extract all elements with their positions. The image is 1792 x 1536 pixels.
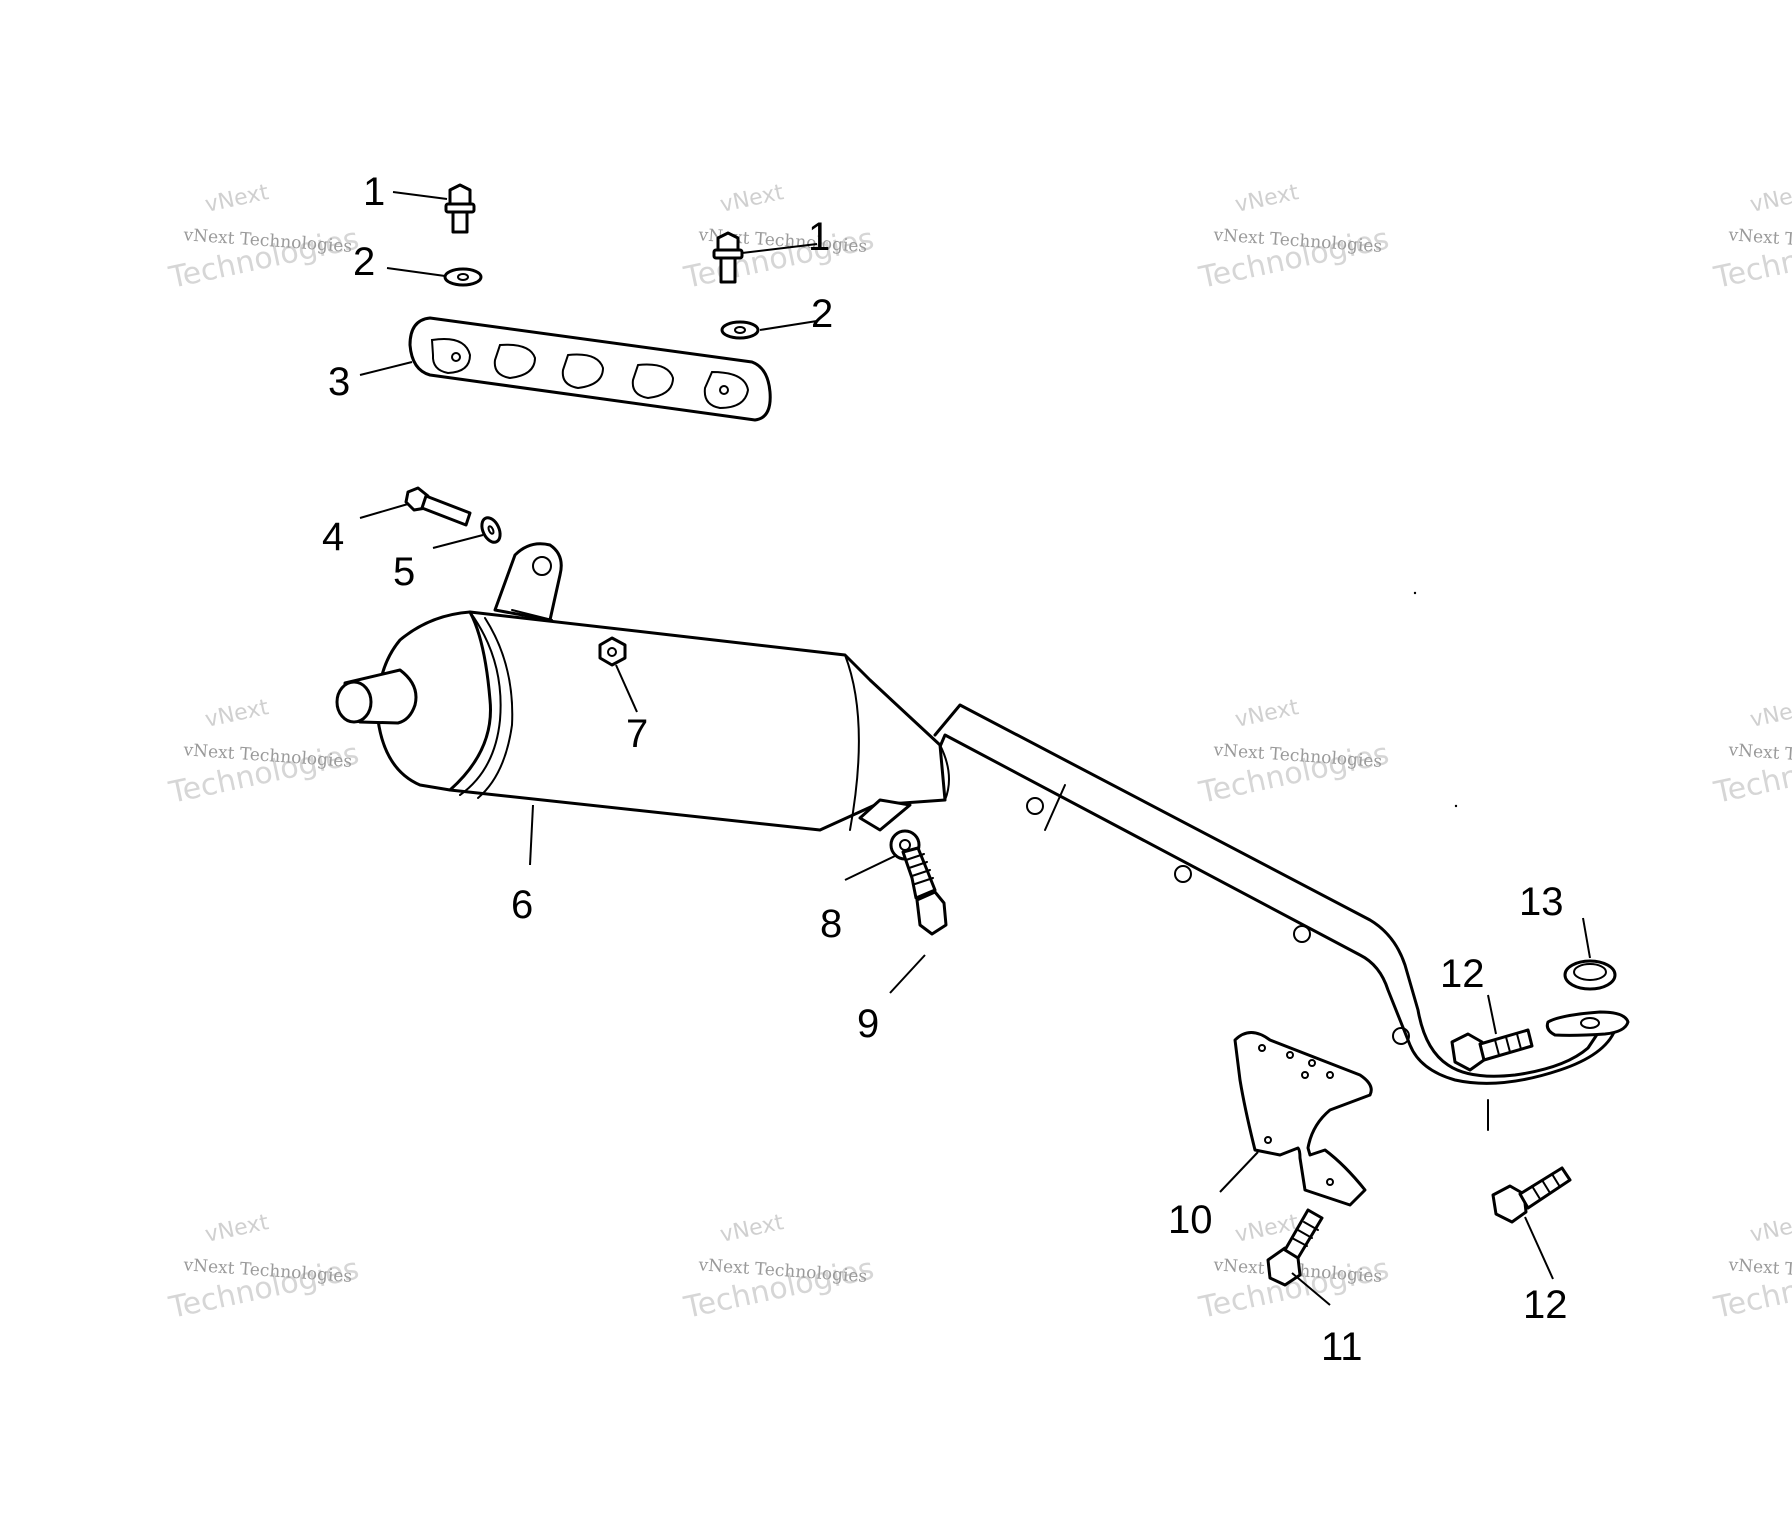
watermark-top-text: vNext [718, 180, 786, 218]
watermark-tile: vNext Technologies vNext Technologies [1710, 180, 1792, 296]
leader-lines [359, 191, 1591, 1306]
callout-7: 7 [626, 712, 648, 756]
callout-13: 13 [1519, 880, 1564, 924]
callout-2: 2 [811, 292, 833, 336]
watermark-tile: vNext Technologies vNext Technologies [680, 1210, 877, 1326]
watermark-top-text: vNext [1233, 180, 1301, 218]
watermark-top-text: vNext [203, 1210, 271, 1248]
watermark-top-text: vNext [1748, 180, 1792, 218]
watermark-tile: vNext Technologies vNext Technologies [1710, 695, 1792, 811]
speck [1413, 591, 1417, 595]
callout-9: 9 [857, 1002, 879, 1046]
callout-11: 11 [1321, 1325, 1363, 1369]
watermark-top-text: vNext [718, 1210, 786, 1248]
watermark-top-text: vNext [203, 180, 271, 218]
part-5-washer [480, 516, 502, 544]
part-12-bolt-lower [1491, 1166, 1572, 1224]
callout-8: 8 [820, 902, 842, 946]
callout-12: 12 [1523, 1283, 1568, 1327]
watermark-tile: vNext Technologies vNext Technologies [1195, 695, 1392, 811]
callout-1: 1 [808, 215, 830, 259]
part-1-bolt-right [712, 231, 744, 284]
part-9-bolt [901, 846, 948, 936]
callout-12: 12 [1440, 952, 1485, 996]
speck [1454, 804, 1458, 808]
part-13-gasket [1563, 959, 1617, 991]
part-4-bolt [404, 486, 472, 527]
muffler [335, 542, 950, 832]
callout-2: 2 [353, 240, 375, 284]
part-7-nut [598, 636, 627, 667]
part-11-bolt [1266, 1208, 1324, 1287]
watermark-tile: vNext Technologies vNext Technologies [1710, 1210, 1792, 1326]
watermark-tile: vNext Technologies vNext Technologies [1195, 180, 1392, 296]
callouts: 1 2 1 2 3 4 5 6 7 8 9 10 11 12 12 13 [322, 170, 1568, 1369]
part-10-heat-shield [1233, 1031, 1373, 1207]
part-2-washer-right [720, 320, 760, 340]
watermark-top-text: vNext [1233, 695, 1301, 733]
callout-6: 6 [511, 883, 533, 927]
callout-4: 4 [322, 515, 344, 559]
watermark-tile: vNext Technologies vNext Technologies [165, 1210, 362, 1326]
head-pipe [928, 703, 1630, 1131]
callout-3: 3 [328, 360, 350, 404]
watermark-top-text: vNext [1748, 695, 1792, 733]
part-3-strap [408, 316, 772, 422]
watermark-top-text: vNext [1748, 1210, 1792, 1248]
watermark-tile: vNext Technologies vNext Technologies [680, 180, 877, 296]
watermark-tile: vNext Technologies vNext Technologies [165, 180, 362, 296]
part-2-washer-left [443, 267, 483, 287]
callout-1: 1 [363, 170, 385, 214]
callout-5: 5 [393, 550, 415, 594]
part-1-bolt-left [444, 183, 476, 234]
part-12-bolt-upper [1450, 1028, 1534, 1072]
watermark-tile: vNext Technologies vNext Technologies [165, 695, 362, 811]
watermark-top-text: vNext [203, 695, 271, 733]
callout-10: 10 [1168, 1198, 1213, 1242]
